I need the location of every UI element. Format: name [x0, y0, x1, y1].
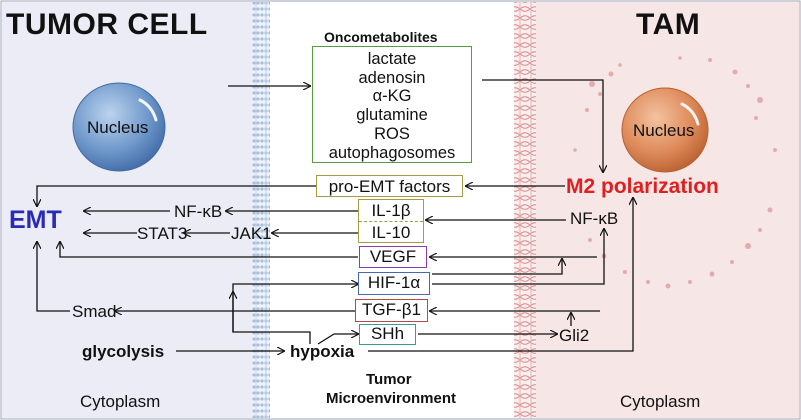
tumor-cell-region — [2, 2, 252, 418]
arrow-hif1a-to-nfkb — [432, 229, 604, 285]
tam-membrane — [514, 2, 536, 418]
jak1-label: JAK1 — [231, 224, 272, 243]
arrow-hif1a-to-tam — [432, 259, 562, 275]
tam-granules — [573, 56, 777, 289]
pro-emt-factors-box: pro-EMT factors — [316, 175, 463, 197]
tgfb1-box: TGF-β1 — [355, 299, 428, 322]
oncometabolites-box: lactate adenosin α-KG glutamine ROS auto… — [312, 46, 472, 163]
oncometabolite-item: lactate — [367, 50, 417, 68]
tumor-nfkb-label: NF-κB — [174, 202, 223, 221]
tumor-nucleus — [72, 82, 166, 172]
gli2-label: Gli2 — [559, 326, 590, 345]
tam-title: TAM — [636, 8, 701, 41]
tumor-cell-membrane — [252, 2, 270, 418]
glycolysis-label: glycolysis — [82, 342, 165, 361]
tam-cytoplasm-label: Cytoplasm — [620, 392, 701, 411]
tumor-cell-title: TUMOR CELL — [6, 8, 208, 41]
emt-label: EMT — [9, 206, 62, 234]
oncometabolite-item: autophagosomes — [328, 143, 456, 162]
vegf-box: VEGF — [359, 246, 427, 268]
hypoxia-label: hypoxia — [290, 342, 355, 361]
tam-nfkb-label: NF-κB — [570, 209, 619, 228]
m2-polarization-label: M2 polarization — [566, 175, 719, 198]
il1b-label: IL-1β — [359, 200, 423, 222]
oncometabolite-item: α-KG — [372, 87, 412, 106]
tam-nucleus — [621, 87, 709, 173]
shh-box: SHh — [359, 324, 416, 345]
arrow-oncometabolites-to-m2 — [482, 79, 603, 172]
interleukin-box: IL-1β IL-10 — [358, 199, 424, 243]
tumor-cytoplasm-label: Cytoplasm — [80, 392, 161, 411]
smad-label: Smad — [72, 302, 117, 321]
arrow-hypoxia-to-shh — [317, 334, 358, 345]
tam-nucleus-label: Nucleus — [633, 121, 695, 140]
stat3-label: STAT3 — [137, 224, 188, 243]
oncometabolites-title: Oncometabolites — [324, 29, 438, 45]
oncometabolite-item: glutamine — [356, 106, 428, 125]
arrow-vegf-to-emt — [60, 242, 358, 258]
microenvironment-title-line1: Tumor — [366, 371, 412, 388]
oncometabolite-item: adenosin — [358, 68, 426, 87]
tam-region — [532, 2, 799, 418]
oncometabolite-item: ROS — [374, 124, 410, 143]
arrow-hypoxia-to-m2 — [368, 198, 633, 352]
arrow-smad-to-emt — [37, 242, 70, 312]
il10-label: IL-10 — [371, 223, 411, 242]
tumor-nucleus-label: Nucleus — [87, 118, 149, 137]
arrow-proemt-to-emt — [37, 185, 316, 206]
arrow-hypoxia-loop — [233, 292, 311, 344]
hif1a-box: HIF-1α — [358, 272, 430, 295]
microenvironment-title-line2: Microenvironment — [326, 390, 457, 407]
